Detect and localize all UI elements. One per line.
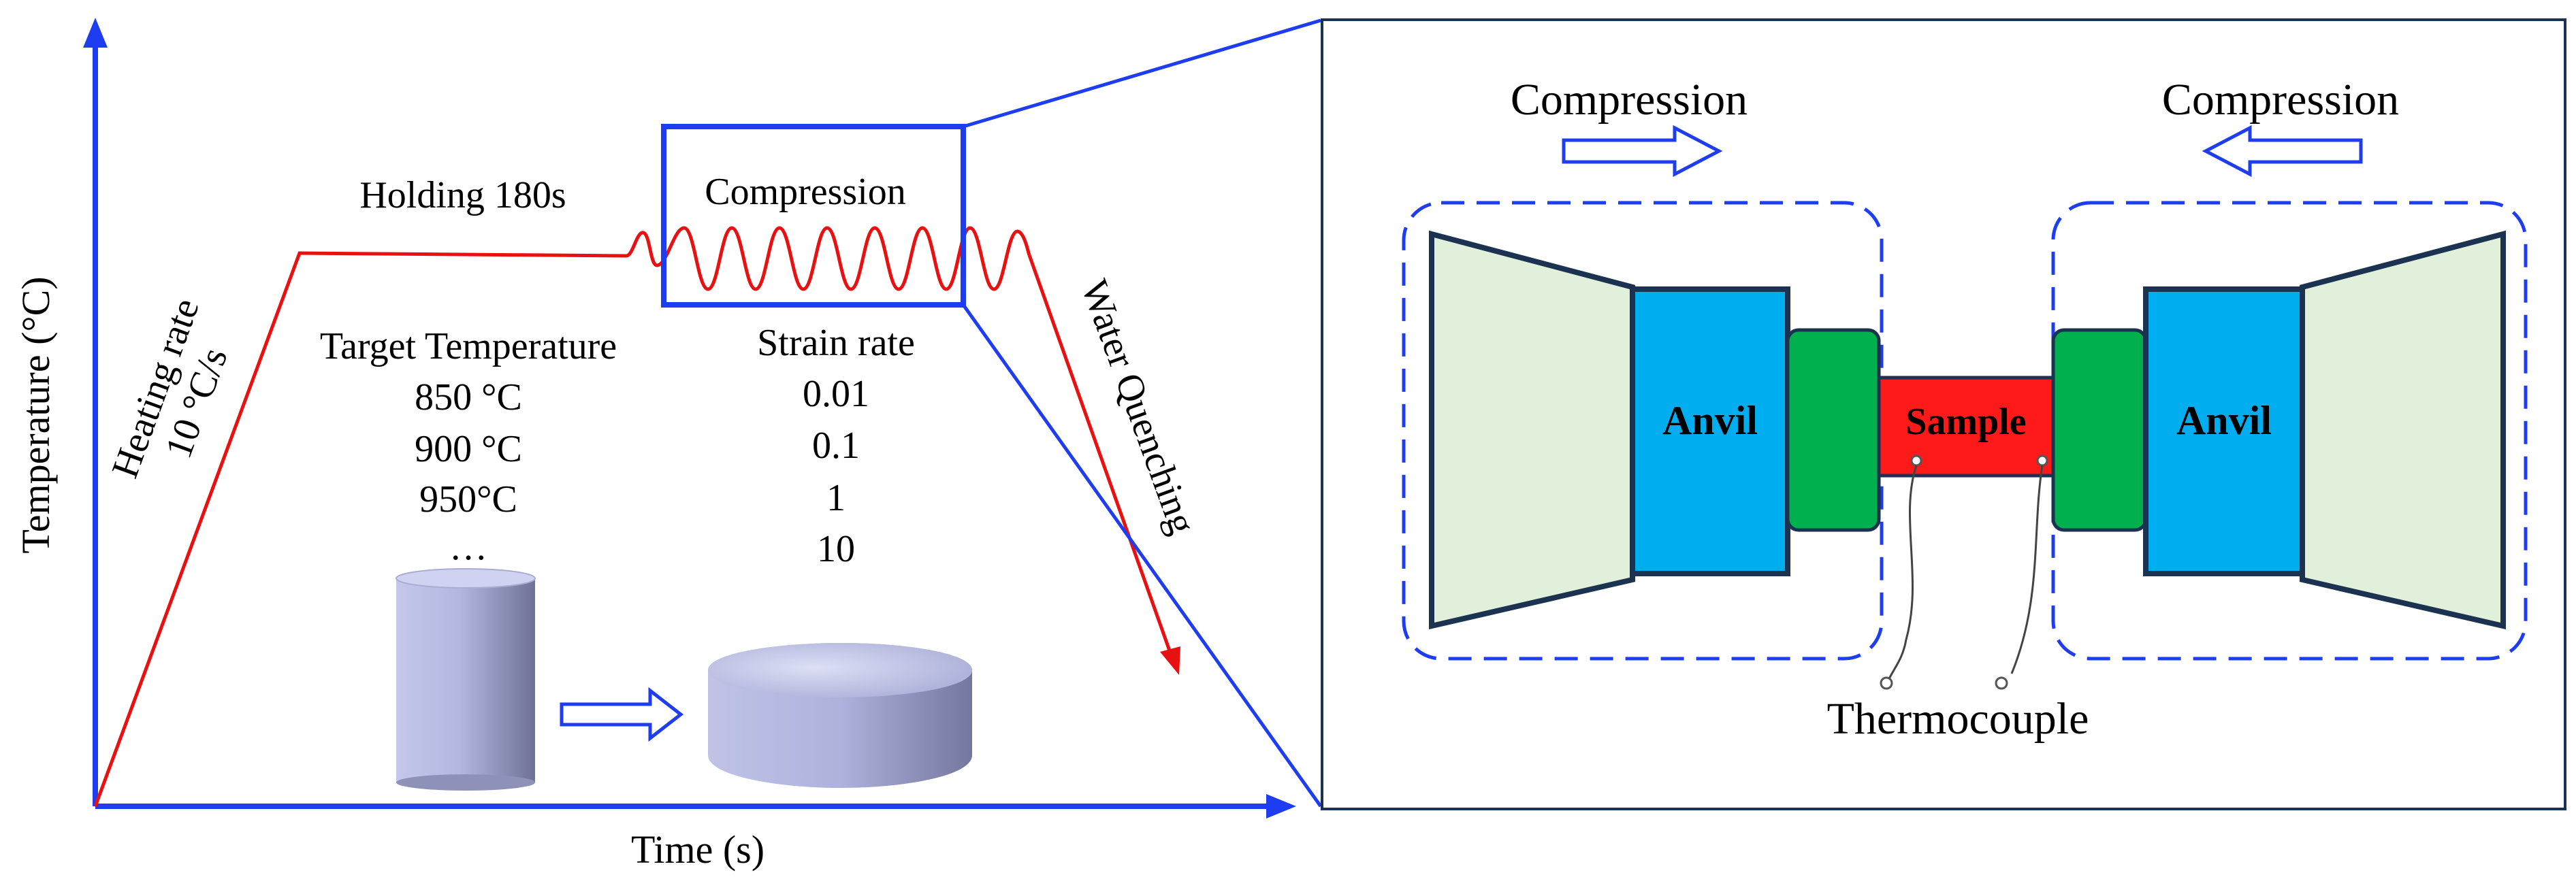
compression-label-left: Compression: [1511, 75, 1748, 125]
strain-rate-heading: Strain rate: [757, 322, 915, 364]
thermocouple-wires: [1880, 455, 2048, 690]
compression-label: Compression: [705, 171, 906, 213]
left-wedge: [1429, 230, 1635, 630]
compression-setup-panel: Compression Compression Anvil Sample Anv…: [1321, 18, 2566, 810]
right-pad: [2051, 328, 2148, 532]
left-pad: [1786, 328, 1881, 532]
process-plot: Temperature (°C) Time (s) Compression Ho…: [14, 18, 1323, 872]
compression-oscillation: [626, 226, 1031, 291]
x-axis-label: Time (s): [631, 827, 764, 872]
sample-label: Sample: [1905, 401, 2026, 443]
water-quenching-label: Water Quenching: [1073, 274, 1204, 540]
compression-label-right: Compression: [2162, 75, 2399, 125]
y-axis: [83, 18, 108, 806]
zoom-line-top: [963, 18, 1321, 129]
heating-rate-label: Heating rate 10 °C/s: [103, 293, 236, 484]
compression-arrow-right-icon: [1562, 125, 1723, 178]
cylinder-specimen-before: [396, 568, 536, 791]
left-anvil-label: Anvil: [1662, 398, 1758, 443]
thermocouple-label: Thermocouple: [1827, 694, 2089, 744]
sample: [1877, 376, 2055, 478]
target-temperature-heading: Target Temperature: [320, 325, 617, 367]
right-anvil-label: Anvil: [2176, 398, 2272, 443]
strain-rate-value: 0.01: [803, 373, 869, 415]
right-anvil: [2143, 286, 2305, 576]
strain-rate-value: 1: [826, 477, 846, 519]
zoom-line-bottom: [961, 303, 1323, 808]
target-temperature-value: 950°C: [419, 478, 517, 521]
x-axis: [95, 794, 1296, 819]
target-temperature-value: …: [449, 526, 487, 568]
right-wedge: [2300, 230, 2506, 630]
target-temperature-value: 850 °C: [415, 376, 522, 418]
heating-segment: [93, 251, 627, 807]
x-axis-arrowhead: [1266, 794, 1296, 819]
compression-arrow-left-icon: [2202, 125, 2363, 178]
compressed-specimen-after: [708, 643, 972, 788]
quench-segment: [1027, 254, 1173, 655]
strain-rate-value: 0.1: [812, 425, 860, 467]
deformation-arrow-icon: [560, 687, 684, 742]
left-anvil: [1630, 286, 1790, 576]
strain-rate-list: Strain rate 0.01 0.1 1 10: [757, 322, 915, 570]
target-temperature-list: Target Temperature 850 °C 900 °C 950°C …: [320, 325, 617, 568]
holding-label: Holding 180s: [359, 174, 566, 216]
compression-box: [661, 124, 966, 308]
quench-arrowhead: [1160, 646, 1180, 675]
temperature-profile: [93, 226, 1180, 807]
strain-rate-value: 10: [817, 528, 855, 570]
y-axis-arrowhead: [83, 18, 108, 48]
target-temperature-value: 900 °C: [415, 428, 522, 470]
y-axis-label: Temperature (°C): [14, 276, 58, 553]
